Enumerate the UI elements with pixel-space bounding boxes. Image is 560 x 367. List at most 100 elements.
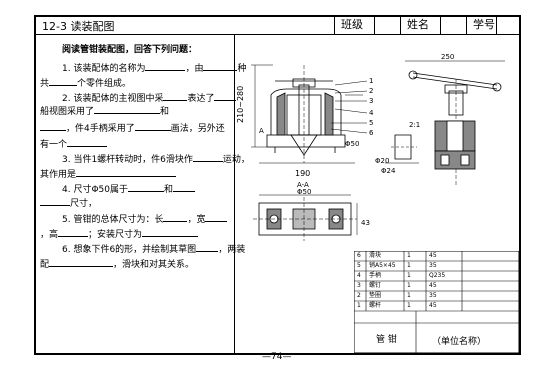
dim-phi24: Φ24: [381, 167, 396, 175]
q2-blank-5[interactable]: [134, 121, 171, 131]
q5-blank-1[interactable]: [163, 212, 188, 222]
handle-view: [405, 60, 505, 185]
q5-blank-4[interactable]: [142, 227, 199, 237]
bom-grid: [354, 251, 519, 353]
question-3-line1: 3. 当件1螺杆转动时，件6滑块作运动，: [62, 152, 250, 166]
question-1-line1: 1. 该装配体的名称为，由种: [62, 61, 246, 75]
question-4-line2: 尺寸，: [40, 196, 97, 210]
q2-blank-6[interactable]: [67, 137, 108, 147]
front-view: [251, 64, 363, 164]
q1-blank-3[interactable]: [49, 76, 78, 86]
q6-text-d: ，滑块和对其关系。: [113, 260, 195, 270]
section-a-label: A-A: [297, 181, 309, 189]
q1-text-d: 共: [40, 79, 50, 89]
bom-part-name: 螺钉: [369, 282, 382, 289]
bom-material: 45: [429, 302, 437, 309]
bom-row: 3 螺钉 1 45: [357, 282, 517, 290]
q3-blank-1[interactable]: [192, 152, 223, 162]
q5-text-c: ，高: [40, 230, 59, 240]
bom-qty: 1: [407, 272, 411, 279]
bom-material: Q235: [429, 272, 446, 279]
bom-part-name: 滑块: [369, 252, 382, 259]
bom-part-name: 销A5×45: [369, 262, 396, 269]
q2-blank-3[interactable]: [94, 104, 161, 114]
class-field[interactable]: [374, 15, 400, 34]
bom-qty: 1: [407, 252, 411, 259]
q2-text-d: 和: [160, 107, 170, 117]
q6-text-a: 6. 想象下件6的形，并绘制其草图: [62, 245, 197, 255]
q4-blank-1[interactable]: [127, 182, 164, 192]
worksheet-header: 12-3 读装配图 班级 姓名 学号: [34, 15, 521, 35]
q5-blank-3[interactable]: [58, 227, 89, 237]
bom-qty: 1: [407, 282, 411, 289]
q2-text-f: 画法，另外还: [170, 124, 225, 134]
mark-a-front: A: [259, 127, 264, 135]
q4-blank-2[interactable]: [173, 182, 195, 192]
q3-blank-2[interactable]: [76, 167, 177, 177]
bom-material: 45: [429, 252, 437, 259]
q2-blank-2[interactable]: [214, 91, 237, 101]
part-mark-3: 3: [369, 97, 373, 105]
bom-material: 35: [429, 262, 437, 269]
q2-text-b: 表达了: [187, 94, 215, 104]
unit-name-caption: （单位名称）: [432, 337, 487, 347]
q6-blank-2[interactable]: [49, 257, 114, 267]
q2-blank-4[interactable]: [40, 121, 66, 131]
bom-part-name: 手柄: [369, 272, 382, 279]
q2-text-g: 有一个: [40, 140, 68, 150]
q6-text-c: 配: [40, 260, 50, 270]
part-mark-2: 2: [369, 87, 373, 95]
dim-handle-length: 250: [441, 53, 454, 61]
q1-text-e: 个零件组成。: [77, 79, 132, 89]
dim-phi50-front: Φ50: [345, 140, 359, 148]
q6-text-b: ，两装: [218, 245, 246, 255]
q5-text-b: ，宽: [187, 215, 206, 225]
bom-material: 45: [429, 282, 437, 289]
q3-text-b: 运动，: [222, 155, 250, 165]
bom-qty: 1: [407, 262, 411, 269]
q4-text-c: 尺寸，: [70, 199, 98, 209]
question-5-line1: 5. 管钳的总体尺寸为：长 ，宽: [62, 212, 228, 226]
bom-row: 4 手柄 1 Q235: [357, 272, 517, 280]
part-mark-5: 5: [369, 119, 373, 127]
questions-intro: 阅读管钳装配图，回答下列问题：: [62, 45, 198, 55]
dim-phi20: Φ20: [375, 157, 389, 165]
id-field[interactable]: [496, 15, 521, 34]
q1-blank-1[interactable]: [145, 61, 186, 71]
question-2-line1: 2. 该装配体的主视图中采 表达了: [62, 91, 237, 105]
bom-no: 4: [357, 272, 361, 279]
q1-text-c: 种: [237, 64, 247, 74]
dim-width: 43: [361, 219, 370, 227]
bom-part-name: 垫圈: [369, 292, 382, 299]
top-view: [253, 194, 358, 241]
q1-blank-2[interactable]: [203, 61, 238, 71]
q5-blank-2[interactable]: [205, 212, 228, 222]
q6-blank-1[interactable]: [196, 242, 219, 252]
q3-text-c: 其作用是: [40, 170, 77, 180]
q2-text-c: 船视图采用了: [40, 107, 95, 117]
name-field[interactable]: [440, 15, 466, 34]
bill-of-materials: 管 钳: [354, 251, 519, 353]
part-mark-1: 1: [369, 77, 373, 85]
question-6-line1: 6. 想象下件6的形，并绘制其草图 ，两装: [62, 242, 245, 256]
part-leaders: [330, 80, 368, 134]
bom-qty: 1: [407, 292, 411, 299]
q5-text-d: ；安装尺寸为: [88, 230, 143, 240]
bom-no: 3: [357, 282, 361, 289]
q2-blank-1[interactable]: [163, 91, 188, 101]
q1-text-a: 1. 该装配体的名称为: [62, 64, 146, 74]
q2-text-e: ，件4手柄采用了: [66, 124, 135, 134]
page-number: —74—: [262, 352, 292, 362]
question-3-line2: 其作用是: [40, 167, 177, 181]
drawing-frame: [34, 15, 521, 355]
q2-text-a: 2. 该装配体的主视图中采: [62, 94, 164, 104]
scale-label: 2:1: [409, 121, 420, 129]
id-label: 学号: [466, 15, 496, 34]
bom-part-name: 螺杆: [369, 302, 382, 309]
q5-text-a: 5. 管钳的总体尺寸为：长: [62, 215, 164, 225]
q4-blank-3[interactable]: [40, 196, 70, 206]
worksheet-title: 12-3 读装配图: [42, 20, 115, 33]
